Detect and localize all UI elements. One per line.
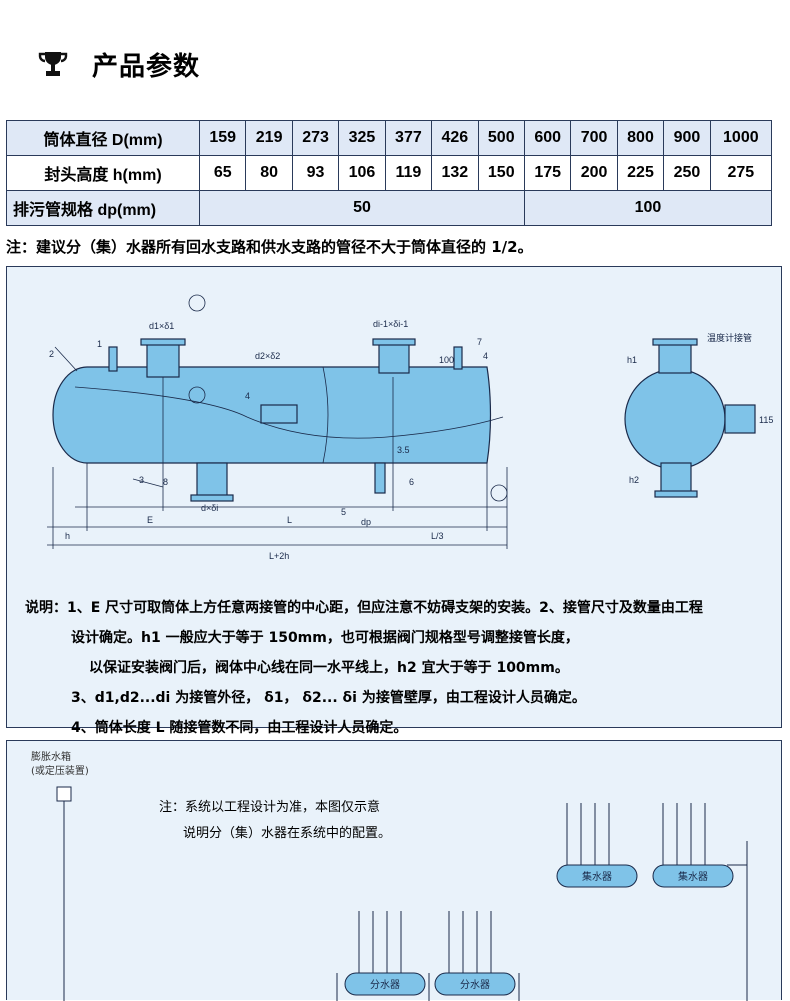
table-row: 筒体直径 D(mm) 159 219 273 325 377 426 500 6… <box>6 120 773 156</box>
spec-table: 筒体直径 D(mm) 159 219 273 325 377 426 500 6… <box>6 120 773 226</box>
label-n6: 6 <box>409 477 414 487</box>
label-n8: 8 <box>163 477 168 487</box>
table-cell: 1000 <box>709 120 773 156</box>
label-p4: 4 <box>483 351 488 361</box>
label-n3: 3 <box>139 475 144 485</box>
description-line: 4、筒体长度 L 随接管数不同，由工程设计人员确定。 <box>71 720 408 736</box>
label-ddi: d×δi <box>201 503 218 513</box>
drawing-panel: d1×δ1 di-1×δi-1 d2×δ2 1 2 3 4 5 6 7 8 4 … <box>6 266 782 736</box>
table-cell: 900 <box>663 120 711 156</box>
label-n4: 4 <box>245 391 250 401</box>
table-cell: 93 <box>291 155 340 191</box>
expansion-tank-text: 膨胀水箱 <box>31 752 71 763</box>
table-cell: 700 <box>570 120 618 156</box>
table-cell: 50 <box>199 190 525 226</box>
page-heading: 产品参数 <box>38 44 200 84</box>
distributor-label: 分水器 <box>370 979 400 991</box>
row-label: 封头高度 h(mm) <box>6 155 200 191</box>
table-cell: 273 <box>291 120 340 156</box>
table-cell: 65 <box>198 155 247 191</box>
label-35: 3.5 <box>397 445 410 455</box>
table-cell: 200 <box>570 155 618 191</box>
label-h: h <box>65 531 70 541</box>
table-cell: 426 <box>431 120 479 156</box>
label-thermometer: 温度计接管 <box>707 332 752 343</box>
label-d2: d2×δ2 <box>255 351 280 361</box>
description: 说明：1、E 尺寸可取筒体上方任意两接管的中心距，但应注意不妨碍支架的安装。2、… <box>25 593 785 743</box>
system-panel: 集水器 集水器 分水器 分水器 膨胀水箱 (或定压装置) 注：系统以工程设计为准… <box>6 740 782 1001</box>
table-cell: 800 <box>616 120 665 156</box>
label-n2: 2 <box>49 349 54 359</box>
system-note: 注：系统以工程设计为准，本图仅示意 说明分（集）水器在系统中的配置。 <box>159 795 391 847</box>
label-L: L <box>287 515 292 525</box>
table-cell: 250 <box>663 155 711 191</box>
row-label: 筒体直径 D(mm) <box>6 120 200 156</box>
label-E: E <box>147 515 153 525</box>
description-line: 3、d1,d2...di 为接管外径， δ1， δ2... δi 为接管壁厚，由… <box>71 690 586 706</box>
expansion-tank-subtext: (或定压装置) <box>31 766 89 777</box>
label-n1: 1 <box>97 339 102 349</box>
distributor-label: 分水器 <box>460 979 490 991</box>
table-cell: 150 <box>477 155 525 191</box>
description-line: 说明：1、E 尺寸可取筒体上方任意两接管的中心距，但应注意不妨碍支架的安装。2、… <box>25 600 703 616</box>
table-cell: 106 <box>338 155 386 191</box>
label-L2h: L+2h <box>269 551 289 561</box>
table-row: 封头高度 h(mm) 65 80 93 106 119 132 150 175 … <box>6 155 773 191</box>
system-note-line: 说明分（集）水器在系统中的配置。 <box>183 826 392 841</box>
table-cell: 119 <box>384 155 433 191</box>
system-drawing: 集水器 集水器 分水器 分水器 <box>56 786 748 1001</box>
table-cell: 275 <box>709 155 773 191</box>
label-n7: 7 <box>477 337 482 347</box>
expansion-tank-label: 膨胀水箱 (或定压装置) <box>31 751 89 779</box>
label-h2: h2 <box>629 475 639 485</box>
table-cell: 325 <box>338 120 386 156</box>
description-line: 设计确定。h1 一般应大于等于 150mm，也可根据阀门规格型号调整接管长度， <box>71 630 579 646</box>
table-cell: 100 <box>523 190 773 226</box>
collector-label: 集水器 <box>582 870 612 883</box>
table-cell: 175 <box>523 155 572 191</box>
label-100: 100 <box>439 355 454 365</box>
table-cell: 80 <box>245 155 293 191</box>
label-dp: dp <box>361 517 371 527</box>
collector-label: 集水器 <box>678 870 708 883</box>
trophy-icon <box>38 52 68 76</box>
table-cell: 377 <box>384 120 433 156</box>
label-h1: h1 <box>627 355 637 365</box>
label-115: 115 <box>759 415 773 425</box>
row-label: 排污管规格 dp(mm) <box>6 190 200 226</box>
table-cell: 219 <box>245 120 293 156</box>
table-row: 排污管规格 dp(mm) 50 100 <box>6 190 773 226</box>
label-d1: d1×δ1 <box>149 321 174 331</box>
label-L3: L/3 <box>431 531 444 541</box>
description-line: 以保证安装阀门后，阀体中心线在同一水平线上，h2 宜大于等于 100mm。 <box>89 660 569 676</box>
heading-text: 产品参数 <box>92 51 201 82</box>
table-cell: 600 <box>523 120 572 156</box>
design-note: 注：建议分（集）水器所有回水支路和供水支路的管径不大于筒体直径的 1/2。 <box>6 238 533 256</box>
system-note-line: 注：系统以工程设计为准，本图仅示意 <box>159 800 381 815</box>
table-cell: 132 <box>431 155 479 191</box>
label-di: di-1×δi-1 <box>373 319 408 329</box>
label-n5: 5 <box>341 507 346 517</box>
table-cell: 159 <box>198 120 247 156</box>
table-cell: 225 <box>616 155 665 191</box>
vessel-drawing: d1×δ1 di-1×δi-1 d2×δ2 1 2 3 4 5 6 7 8 4 … <box>47 294 773 561</box>
table-cell: 500 <box>477 120 525 156</box>
